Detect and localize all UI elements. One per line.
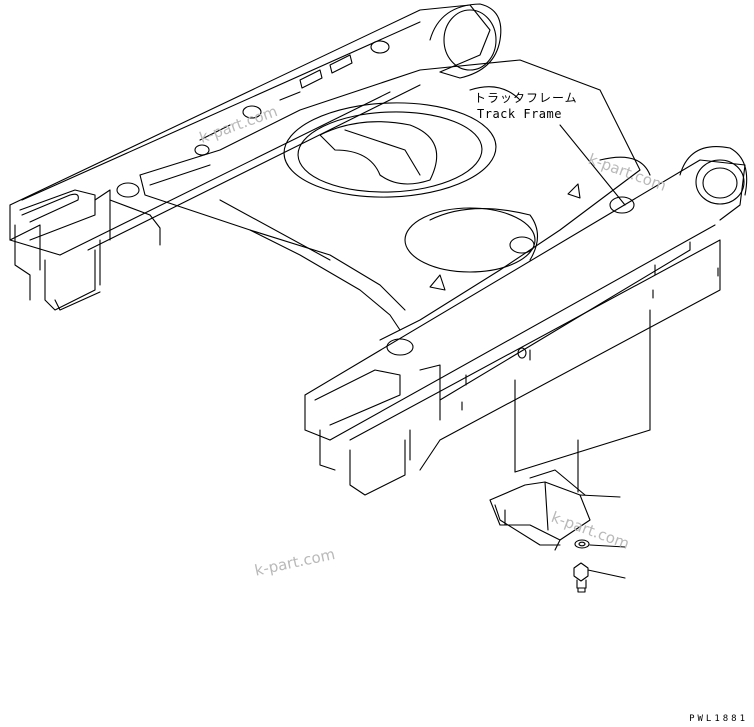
callout-label-english: Track Frame (477, 107, 562, 121)
center-body (139, 59, 651, 341)
bolt-part (573, 562, 626, 593)
left-side-frame (9, 3, 502, 311)
leader-lines (469, 86, 651, 493)
callout-label-japanese: トラックフレーム (474, 91, 578, 105)
washer-part (574, 539, 626, 549)
drawing-code: PWL1881 (689, 714, 748, 724)
track-guard-part (489, 469, 621, 551)
right-side-frame (304, 146, 748, 496)
